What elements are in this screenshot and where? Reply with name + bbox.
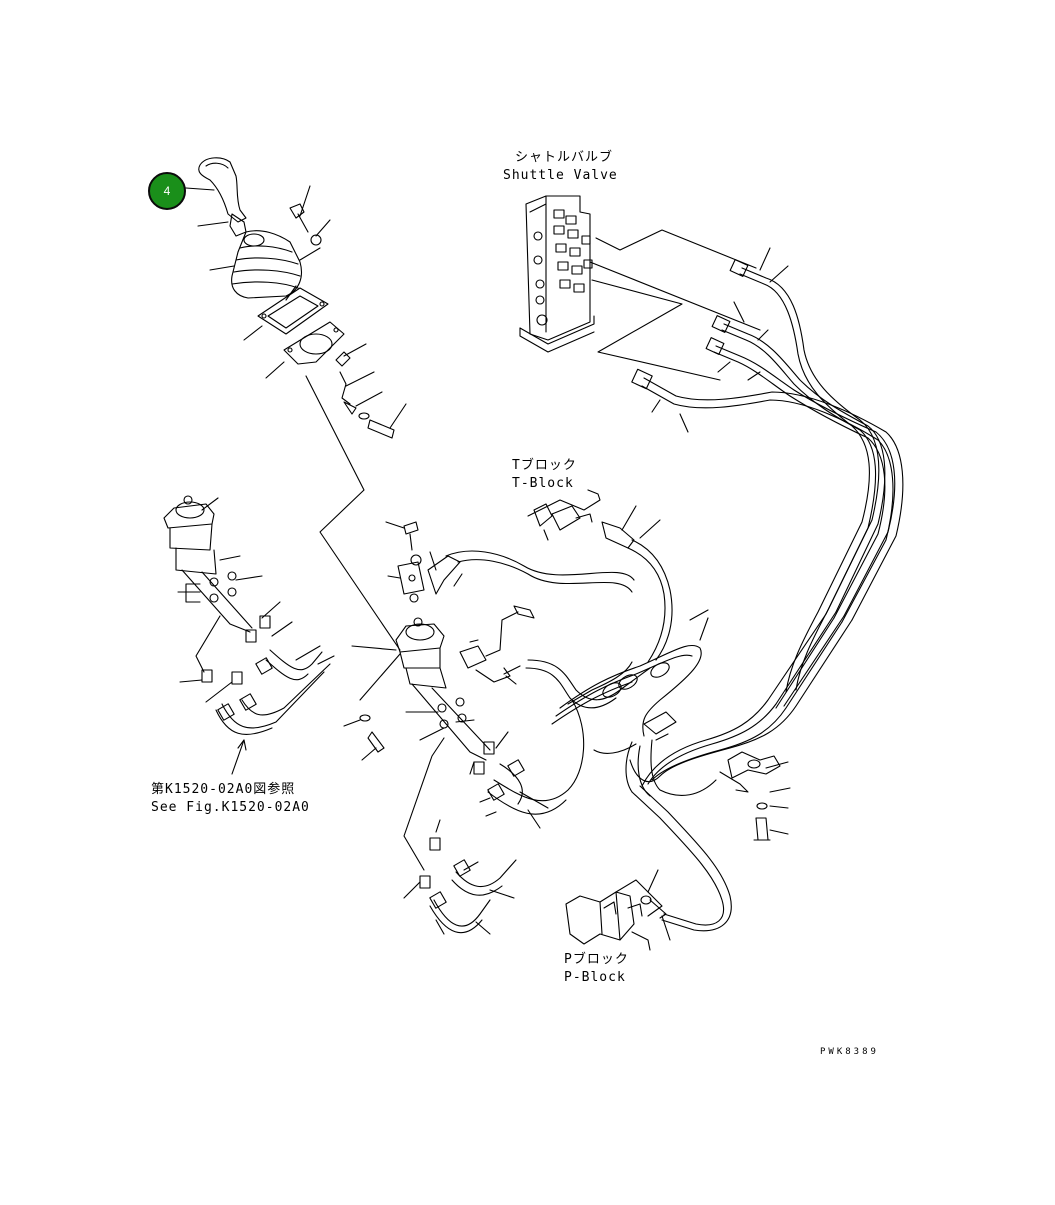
boot-plate: [257, 285, 329, 335]
right-clamp-hardware: [719, 751, 781, 841]
callout-marker[interactable]: 4: [148, 172, 186, 210]
shuttle-ports: [553, 209, 593, 293]
shuttle-valve-label-en: Shuttle Valve: [503, 168, 618, 183]
t-block: [527, 489, 673, 663]
drawing-code: PWK8389: [820, 1047, 879, 1057]
hose-clamp-junction: [551, 609, 717, 797]
gasket-plate: [283, 321, 345, 365]
t-block-label-en: T-Block: [512, 476, 574, 491]
hose-bundle-center: [629, 611, 853, 787]
boot-rubber: [231, 230, 303, 299]
p-block-label-en: P-Block: [564, 970, 626, 985]
shuttle-valve-label-jp: シャトルバルブ: [515, 150, 614, 165]
shuttle-valve-body: [519, 195, 595, 353]
t-block-label-jp: Tブロック: [512, 458, 577, 473]
see-fig-label-en: See Fig.K1520-02A0: [151, 800, 310, 815]
left-ppc-valve: [163, 495, 331, 735]
center-ppc-valve: [395, 617, 585, 933]
p-block: [565, 879, 667, 951]
callout-number: 4: [163, 184, 171, 198]
see-fig-label-jp: 第K1520-02A0図参照: [151, 782, 296, 797]
p-block-label-jp: Pブロック: [564, 952, 629, 967]
control-lever-grip: [198, 157, 247, 237]
lever-bolts: [289, 203, 395, 439]
center-valve-hardware: [359, 521, 651, 753]
hoses-shuttle-to-right: [631, 259, 904, 693]
